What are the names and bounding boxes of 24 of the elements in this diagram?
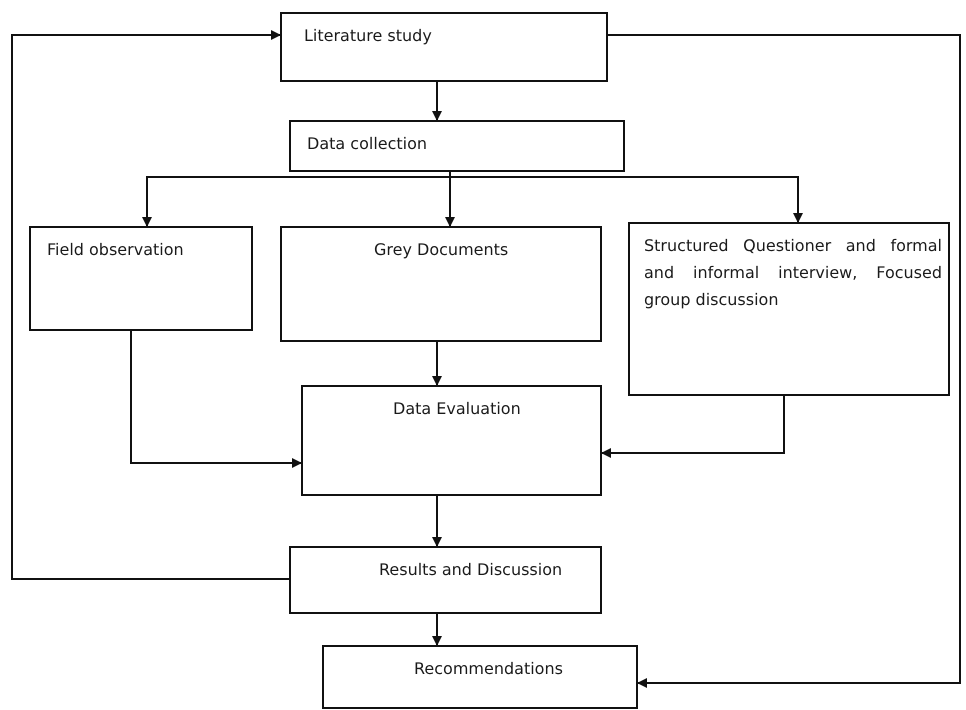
process-box — [289, 546, 602, 614]
box-label: Data Evaluation — [393, 398, 522, 420]
arrow — [432, 614, 442, 646]
process-box — [301, 385, 602, 496]
box-label: Grey Documents — [374, 239, 510, 261]
arrow — [601, 396, 785, 458]
arrow — [432, 82, 442, 121]
process-box — [628, 222, 950, 396]
process-box — [280, 12, 608, 82]
process-box — [280, 226, 602, 342]
box-label: Recommendations — [414, 658, 564, 680]
box-label: Results and Discussion — [379, 559, 564, 581]
arrow — [11, 30, 289, 580]
arrow — [432, 496, 442, 547]
box-label: Structured Questioner and formal and informal interview, Focused group discussion — [644, 235, 942, 311]
box-label: Literature study — [304, 25, 433, 47]
box-label: Data collection — [307, 133, 428, 155]
box-label: Field observation — [47, 239, 185, 261]
process-box — [322, 645, 638, 709]
arrow — [130, 331, 302, 468]
arrow — [608, 34, 961, 688]
process-box — [29, 226, 253, 331]
process-box — [289, 120, 625, 172]
arrow — [432, 342, 442, 386]
